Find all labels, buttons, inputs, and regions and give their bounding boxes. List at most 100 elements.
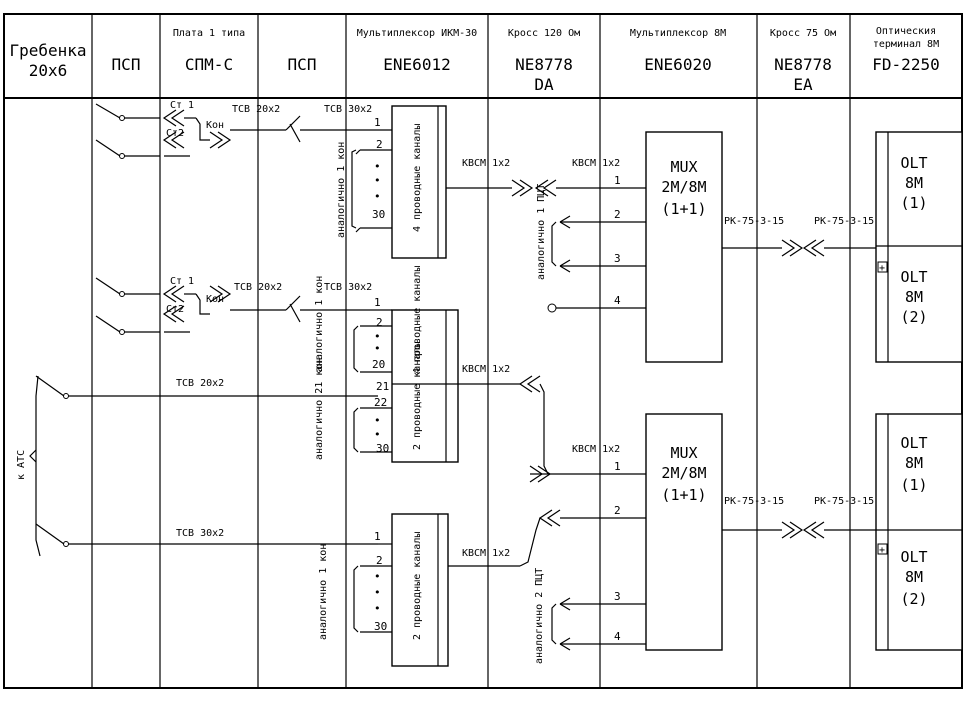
n30-g1: 30 xyxy=(372,208,385,221)
olt1-b: OLT xyxy=(900,268,927,286)
header-c2-main: ПСП xyxy=(112,55,141,74)
ats-bus: к АТС xyxy=(16,375,69,557)
tsv30-row4: ТСВ 30х2 xyxy=(176,528,224,539)
n3-mux1: 3 xyxy=(614,252,621,265)
header-c7-main: ENE6020 xyxy=(644,55,711,74)
olt1-a: OLT xyxy=(900,154,927,172)
n20-g2: 20 xyxy=(372,358,385,371)
rk-1-left: РК-75-3-15 xyxy=(724,216,784,227)
olt-block-1: OLT 8M (1) OLT 8M (2) + xyxy=(875,131,963,363)
analog-1kon-g2: аналогично 1 кон xyxy=(314,276,325,372)
olt2-b: OLT xyxy=(900,548,927,566)
header-c6-top: Кросс 120 Ом xyxy=(508,28,580,39)
n22-g2: 22 xyxy=(374,396,387,409)
mux-1: MUX 2M/8M (1+1) 2 3 аналогично 1 ПЦТ 4 Р… xyxy=(536,131,876,363)
analog-1pct: аналогично 1 ПЦТ xyxy=(536,184,547,280)
olt1-a-num: (1) xyxy=(900,194,927,212)
olt-block-2: OLT 8M (1) OLT 8M (2) + xyxy=(875,413,963,651)
olt1-b-rate: 8M xyxy=(905,288,923,306)
mux2-red: (1+1) xyxy=(661,486,706,504)
kvsm-g1-left: КВСМ 1х2 xyxy=(462,158,510,169)
n1-g2: 1 xyxy=(374,296,381,309)
header-c9-top: Оптическия xyxy=(876,26,936,37)
group-1-switches: Ст 1 Ст2 Кон ТСВ 20х2 ТСВ 30х2 1 xyxy=(95,100,392,159)
n2-g1: 2 xyxy=(376,138,383,151)
olt2-a-num: (1) xyxy=(900,476,927,494)
two-ch-2: 2 проводные каналы xyxy=(412,342,423,450)
st2-g2: Ст2 xyxy=(166,304,184,315)
st2-g1: Ст2 xyxy=(166,128,184,139)
header-c8-sub: EA xyxy=(793,75,813,94)
dot-g2-d: • xyxy=(374,428,381,441)
olt2-b-num: (2) xyxy=(900,590,927,608)
olt1-b-num: (2) xyxy=(900,308,927,326)
kvsm-g3: КВСМ 1х2 xyxy=(462,548,510,559)
analog-1kon-g1: аналогично 1 кон xyxy=(336,142,347,238)
tsv20-g2: ТСВ 20х2 xyxy=(234,282,282,293)
header-c6-main: NE8778 xyxy=(515,55,573,74)
rk-2-left: РК-75-3-15 xyxy=(724,496,784,507)
mux-2: КВСМ 1х2 1 MUX 2M/8M (1+1) 2 3 4 аналоги… xyxy=(529,413,876,664)
olt1-a-rate: 8M xyxy=(905,174,923,192)
header-c1-main: Гребенка xyxy=(9,41,86,60)
dot-g1-a: • xyxy=(374,160,381,173)
ikm-block-3: 2 проводные каналы 1 2 • • • 30 аналогич… xyxy=(318,513,541,667)
n2-g2: 2 xyxy=(376,316,383,329)
n2-g3: 2 xyxy=(376,554,383,567)
header-c1-sub: 20x6 xyxy=(29,61,68,80)
header-c8-main: NE8778 xyxy=(774,55,832,74)
analog-2pct: аналогично 2 ПЦТ xyxy=(534,568,545,664)
four-ch-2: 4 проводные каналы xyxy=(412,266,423,374)
mux2-rate: 2M/8M xyxy=(661,464,706,482)
olt2-a: OLT xyxy=(900,434,927,452)
st1-g1: Ст 1 xyxy=(170,100,194,111)
dot-g3-a: • xyxy=(374,570,381,583)
kon-g2: Кон xyxy=(206,294,224,305)
n30-g2: 30 xyxy=(376,442,389,455)
mux1-rate: 2M/8M xyxy=(661,178,706,196)
rk-2-right: РК-75-3-15 xyxy=(814,496,874,507)
ikm-block-2: 4 проводные каналы 2 проводные каналы 2 … xyxy=(314,266,549,475)
header-c3-main: СПМ-С xyxy=(185,55,233,74)
header-c4-main: ПСП xyxy=(288,55,317,74)
tsv20-g1: ТСВ 20х2 xyxy=(232,104,280,115)
header-c9-top2: терминал 8М xyxy=(873,39,939,50)
kvsm-g1-right: КВСМ 1х2 xyxy=(572,158,620,169)
analog-1kon-g3: аналогично 1 кон xyxy=(318,544,329,640)
dot-g3-b: • xyxy=(374,586,381,599)
plus-1: + xyxy=(879,263,885,274)
rk-1-right: РК-75-3-15 xyxy=(814,216,874,227)
column-headers: Гребенка 20x6 ПСП Плата 1 типа СПМ-С ПСП… xyxy=(9,26,939,94)
mux1-red: (1+1) xyxy=(661,200,706,218)
n1-g1: 1 xyxy=(374,116,381,129)
n1-mux1: 1 xyxy=(614,174,621,187)
n2-mux2: 2 xyxy=(614,504,621,517)
tsv30-g2: ТСВ 30х2 xyxy=(324,282,372,293)
n2-mux1: 2 xyxy=(614,208,621,221)
analog-21kon-g2: аналогично 21 кон xyxy=(314,358,325,460)
dot-g2-a: • xyxy=(374,330,381,343)
n3-mux2: 3 xyxy=(614,590,621,603)
kon-g1: Кон xyxy=(206,120,224,131)
n4-mux2: 4 xyxy=(614,630,621,643)
tsv30-g1: ТСВ 30х2 xyxy=(324,104,372,115)
st1-g2: Ст 1 xyxy=(170,276,194,287)
header-c8-top: Кросс 75 Ом xyxy=(770,28,836,39)
header-c5-main: ENE6012 xyxy=(383,55,450,74)
two-ch-3: 2 проводные каналы xyxy=(412,532,423,640)
dot-g2-b: • xyxy=(374,342,381,355)
table-frame xyxy=(3,13,963,689)
dot-g3-c: • xyxy=(374,602,381,615)
tsv20-row3: ТСВ 20х2 xyxy=(176,378,224,389)
header-c5-top: Мультиплексор ИКМ-30 xyxy=(357,28,477,39)
ikm-block-1: 4 проводные каналы 2 • • • 30 аналогично… xyxy=(336,105,646,259)
olt2-b-rate: 8M xyxy=(905,568,923,586)
dot-g1-b: • xyxy=(374,174,381,187)
mux2-title: MUX xyxy=(670,444,697,462)
n21-g2: 21 xyxy=(376,380,389,393)
k-ats-label: к АТС xyxy=(16,450,27,480)
dot-g2-c: • xyxy=(374,414,381,427)
n4-mux1: 4 xyxy=(614,294,621,307)
group-2-switches: Ст 1 Ст2 Кон ТСВ 20х2 ТСВ 30х2 1 xyxy=(95,276,392,335)
